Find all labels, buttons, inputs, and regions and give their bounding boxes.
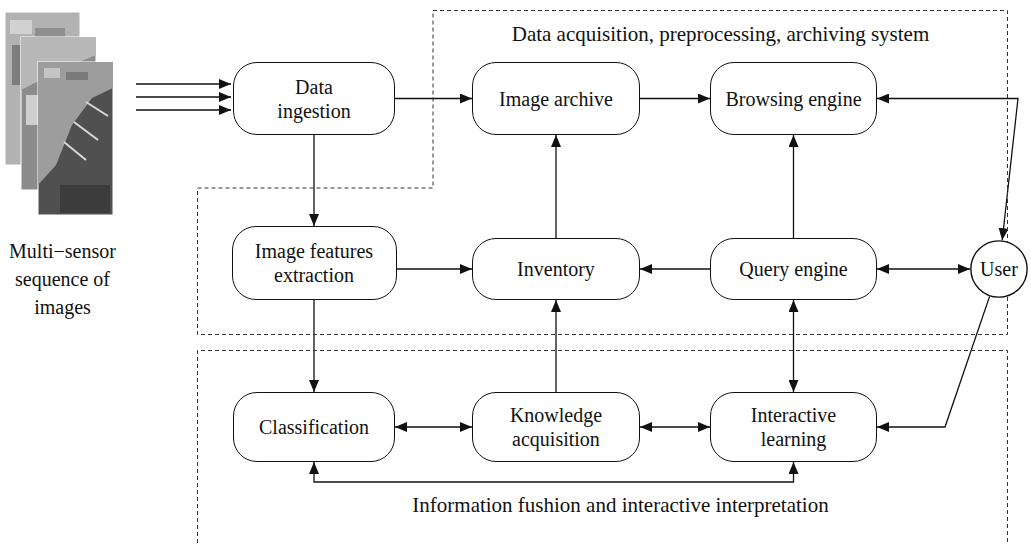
- box-label: Interactive learning: [736, 403, 851, 451]
- box-label: Image features extraction: [242, 239, 387, 287]
- process-box: Knowledge acquisition: [472, 392, 640, 462]
- connector-arrow: [640, 426, 710, 427]
- connector-arrow: [877, 268, 970, 269]
- connector-arrow: [877, 296, 990, 427]
- system-region: Data acquisition, preprocessing, archivi…: [197, 10, 1008, 335]
- connector-arrow: [877, 99, 1018, 241]
- connector-arrow: [555, 300, 556, 392]
- connector-arrow: [640, 98, 710, 99]
- connector-arrow: [793, 135, 794, 238]
- box-label: Data ingestion: [264, 75, 364, 123]
- connector-arrow: [397, 268, 473, 269]
- input-arrow: [136, 96, 231, 97]
- dashed-border: [198, 11, 1008, 335]
- process-box: Query engine: [710, 238, 877, 300]
- box-label: Browsing engine: [725, 87, 861, 111]
- connector-arrow: [793, 300, 794, 392]
- caption-label: Multi−sensor sequence of images: [0, 237, 125, 321]
- image-stack-illustration: [0, 0, 240, 232]
- process-box: Data ingestion: [233, 62, 395, 135]
- box-label: Image archive: [499, 87, 613, 111]
- image-patch: [44, 68, 60, 78]
- process-box: Classification: [233, 392, 395, 462]
- box-label: Knowledge acquisition: [499, 403, 614, 451]
- process-box: Image features extraction: [232, 226, 397, 300]
- region-heading: Information fushion and interactive inte…: [233, 493, 1008, 518]
- image-patch: [66, 72, 88, 80]
- image-water: [60, 185, 110, 213]
- connector-arrow: [314, 462, 794, 482]
- image-pier: [86, 102, 108, 116]
- circle-shape: [971, 241, 1027, 297]
- process-box: Browsing engine: [710, 62, 877, 135]
- image-patch: [10, 20, 32, 34]
- process-box: Interactive learning: [710, 392, 877, 462]
- input-arrow: [136, 83, 231, 84]
- connector-arrow: [395, 98, 472, 99]
- box-label: Query engine: [739, 257, 847, 281]
- box-label: Classification: [259, 415, 369, 439]
- box-label: Inventory: [517, 257, 595, 281]
- dashed-border: [198, 351, 1008, 544]
- connector-arrow: [395, 426, 472, 427]
- process-box: Inventory: [472, 238, 640, 300]
- satellite-image: [38, 62, 113, 215]
- connector-arrow: [640, 268, 710, 269]
- image-patch: [12, 45, 20, 85]
- interpretation-region: Information fushion and interactive inte…: [197, 350, 1008, 544]
- image-land: [38, 62, 113, 185]
- circle-label: User: [980, 257, 1018, 281]
- image-pier: [74, 122, 98, 140]
- image-pier: [64, 142, 86, 160]
- region-heading: Data acquisition, preprocessing, archivi…: [433, 22, 1008, 47]
- connector-arrow: [313, 135, 314, 226]
- process-box: Image archive: [472, 62, 640, 135]
- image-patch: [26, 95, 38, 125]
- connector-arrow: [313, 300, 314, 392]
- user-circle: User: [970, 240, 1028, 298]
- connector-arrow: [555, 135, 556, 238]
- input-arrow: [136, 109, 231, 110]
- image-frame: [38, 62, 113, 215]
